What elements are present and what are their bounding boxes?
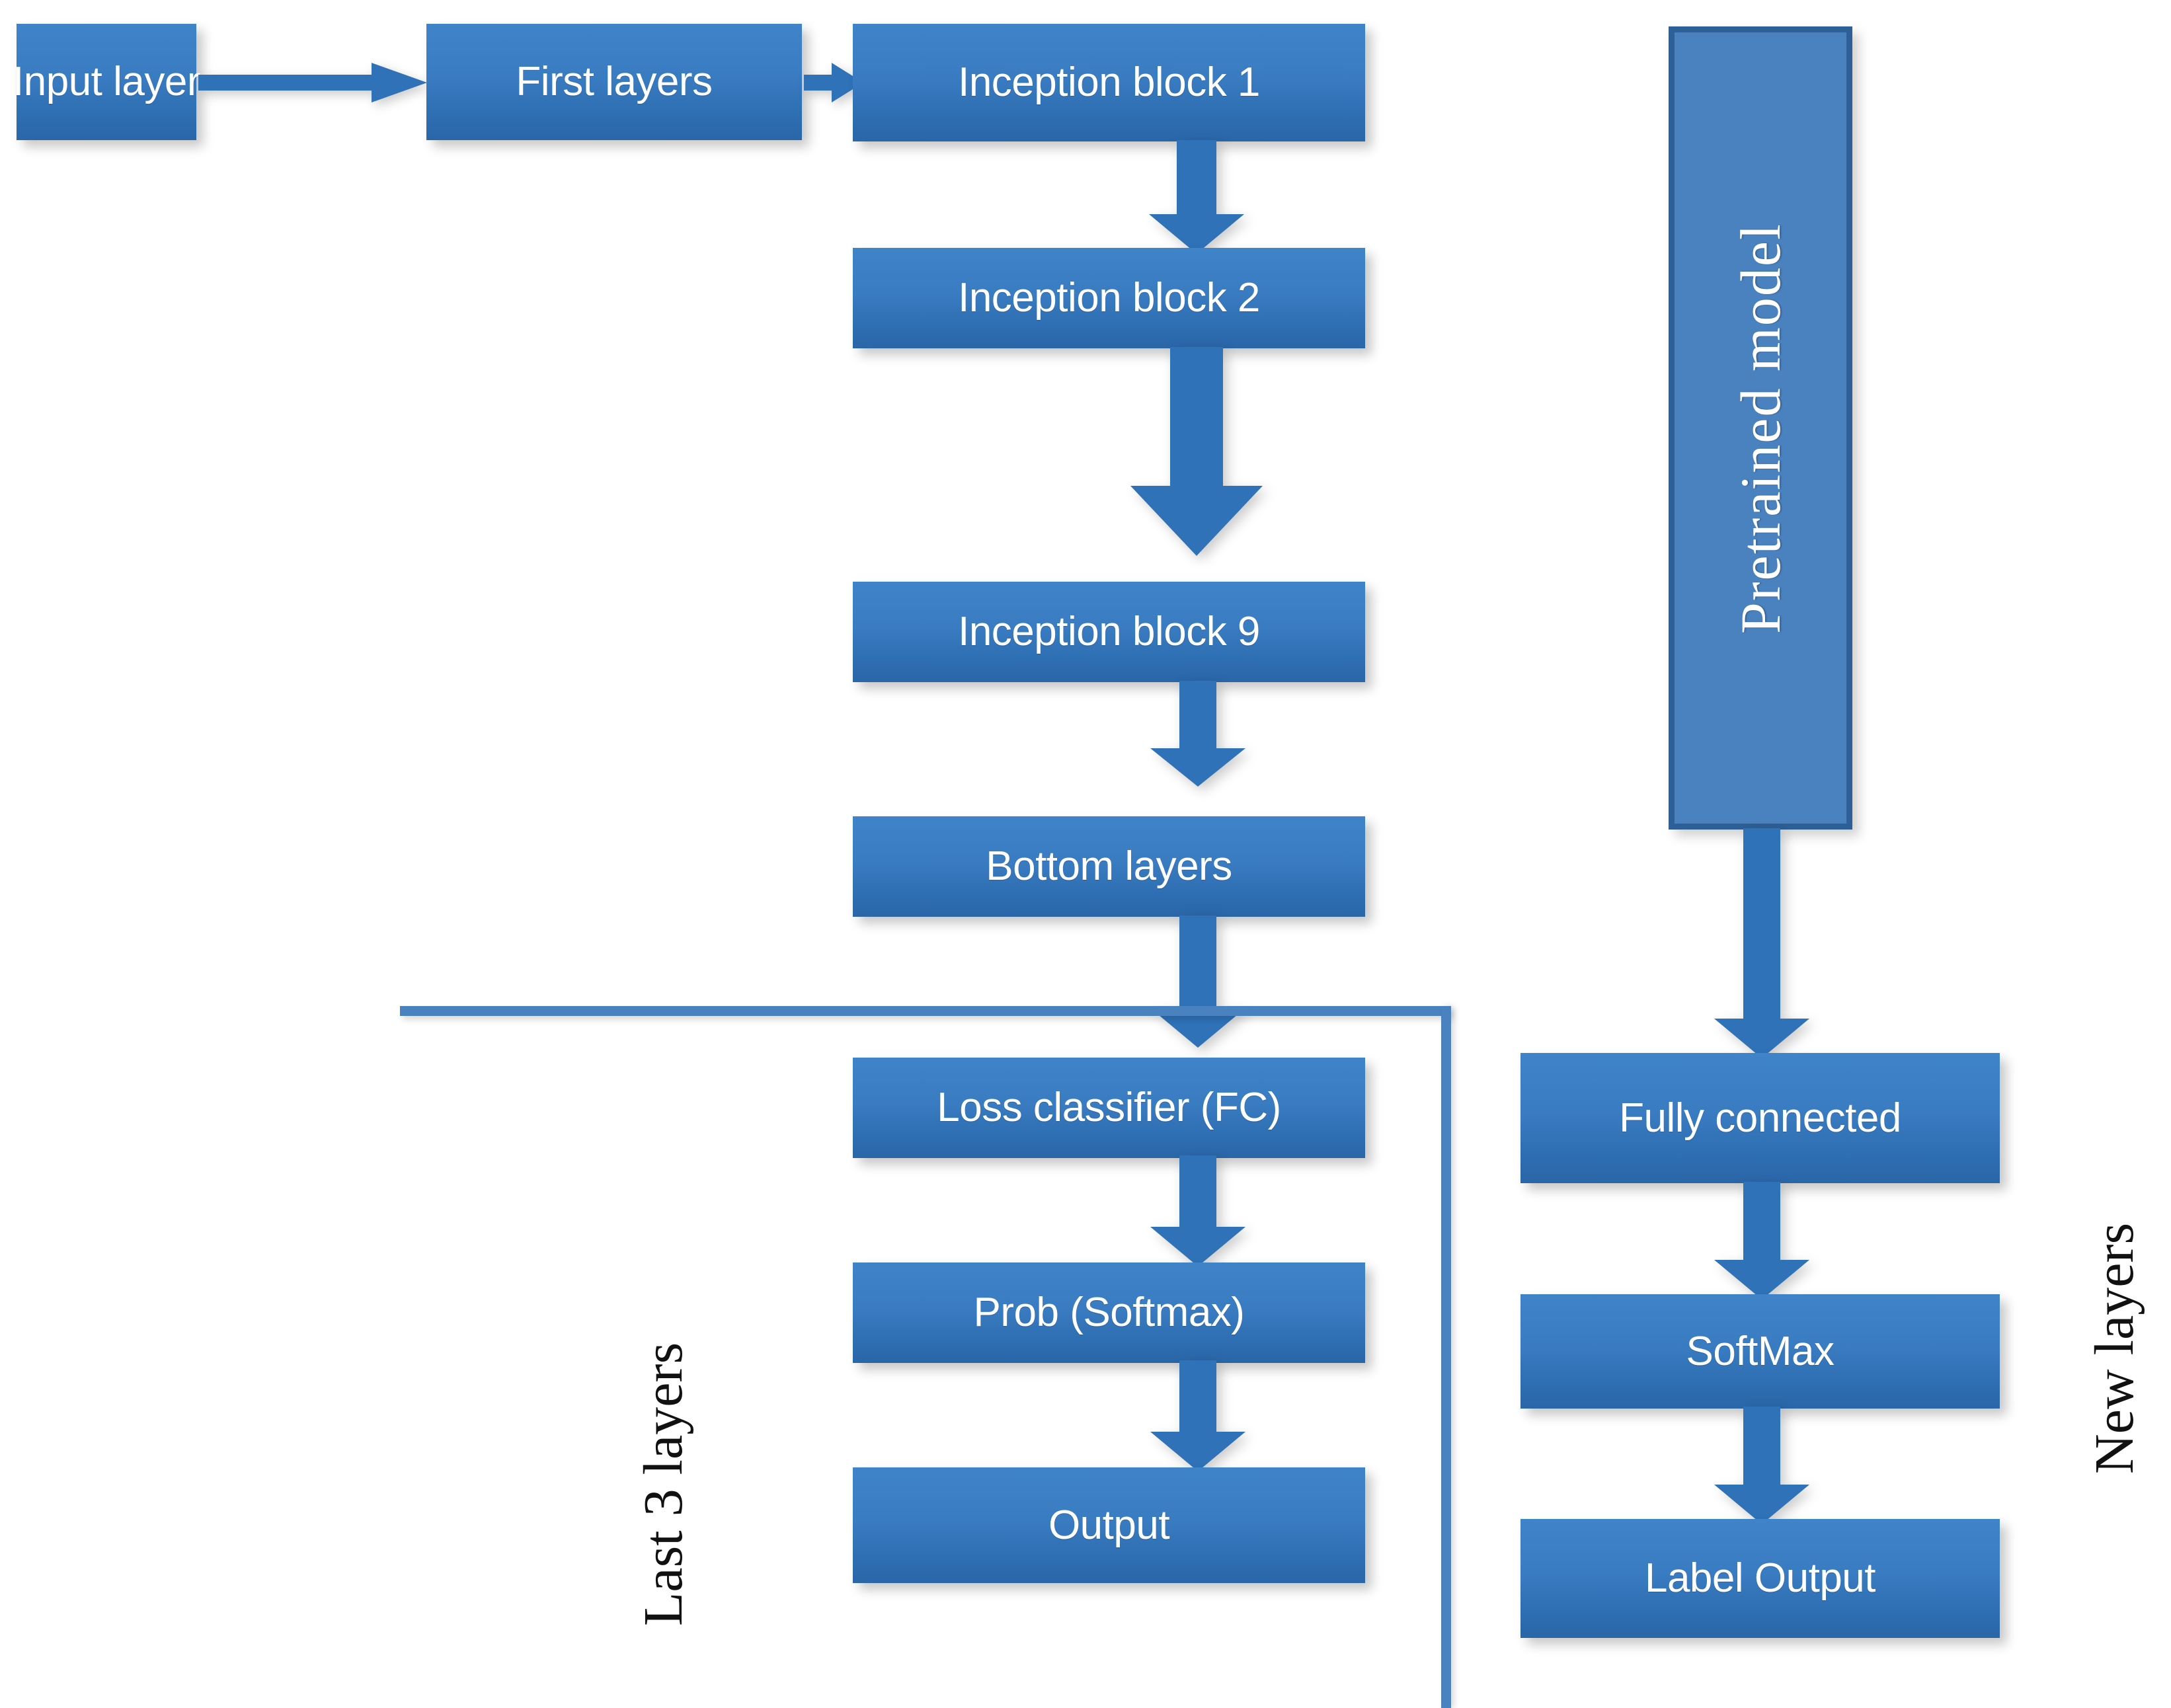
arrow-prob-to-output [1150,1360,1245,1471]
node-loss-classifier-label: Loss classifier (FC) [937,1085,1281,1130]
node-fully-connected[interactable]: Fully connected [1520,1053,2000,1183]
node-bottom-layers[interactable]: Bottom layers [853,816,1365,917]
arrow-inception9-to-bottom-layers [1150,681,1245,787]
arrow-first-to-inception1 [804,63,863,102]
node-softmax-label: SoftMax [1686,1328,1835,1374]
node-inception-block-2-label: Inception block 2 [958,275,1260,321]
last-three-layers-bracket-horizontal [400,1006,1451,1016]
node-prob-softmax-label: Prob (Softmax) [973,1290,1245,1335]
arrow-input-to-first [198,63,427,102]
arrow-softmax-to-label-output [1714,1407,1809,1524]
node-inception-block-1-label: Inception block 1 [958,59,1260,105]
node-inception-block-9[interactable]: Inception block 9 [853,582,1365,682]
node-first-layers-label: First layers [516,59,713,104]
node-softmax[interactable]: SoftMax [1520,1294,2000,1409]
node-output[interactable]: Output [853,1467,1365,1583]
last-three-layers-bracket-vertical [1441,1006,1451,1708]
node-input-layer[interactable]: Input layer [13,24,201,140]
label-new-layers: New layers [2084,1222,2145,1474]
arrow-pretrained-to-fully-connected [1714,828,1809,1058]
node-label-output[interactable]: Label Output [1520,1519,2000,1638]
arrow-bottom-layers-to-loss-classifier [1150,915,1245,1048]
node-pretrained-model-label: Pretrained model [1729,222,1792,634]
node-inception-block-1[interactable]: Inception block 1 [853,24,1365,141]
node-inception-block-2[interactable]: Inception block 2 [853,248,1365,348]
node-inception-block-9-label: Inception block 9 [958,609,1260,654]
arrow-loss-classifier-to-prob [1150,1155,1245,1266]
node-output-label: Output [1048,1502,1170,1548]
node-input-layer-label: Input layer [13,59,201,104]
arrow-inception2-to-inception9 [1130,347,1263,556]
node-prob-softmax[interactable]: Prob (Softmax) [853,1262,1365,1363]
label-last-3-layers: Last 3 layers [633,1342,694,1626]
node-first-layers[interactable]: First layers [426,24,802,140]
arrow-inception1-to-inception2 [1149,140,1244,254]
node-loss-classifier[interactable]: Loss classifier (FC) [853,1058,1365,1158]
node-bottom-layers-label: Bottom layers [986,843,1232,889]
arrow-fully-connected-to-softmax [1714,1182,1809,1300]
node-label-output-label: Label Output [1644,1555,1876,1601]
node-fully-connected-label: Fully connected [1619,1095,1901,1141]
node-pretrained-model[interactable]: Pretrained model [1669,26,1852,830]
